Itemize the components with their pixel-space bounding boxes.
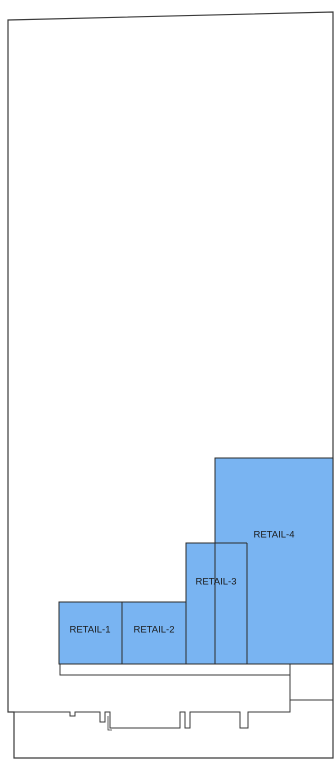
unit-retail-1[interactable]: [58, 601, 123, 665]
label-retail-3: RETAIL-3: [195, 577, 236, 588]
label-retail-2: RETAIL-2: [133, 625, 174, 636]
building-outline: [59, 664, 291, 676]
unit-labels: RETAIL-1 RETAIL-2 RETAIL-3 RETAIL-4: [69, 530, 294, 636]
unit-retail-2[interactable]: [121, 601, 187, 665]
unit-retail-4[interactable]: [214, 457, 334, 665]
frontage-wall: [14, 700, 291, 729]
frontage-wall-inner: [107, 716, 112, 731]
site-boundary: [7, 11, 334, 759]
retail-units: [58, 457, 334, 665]
label-retail-4: RETAIL-4: [253, 530, 294, 541]
label-retail-1: RETAIL-1: [69, 625, 110, 636]
building-outline-right: [289, 675, 333, 701]
